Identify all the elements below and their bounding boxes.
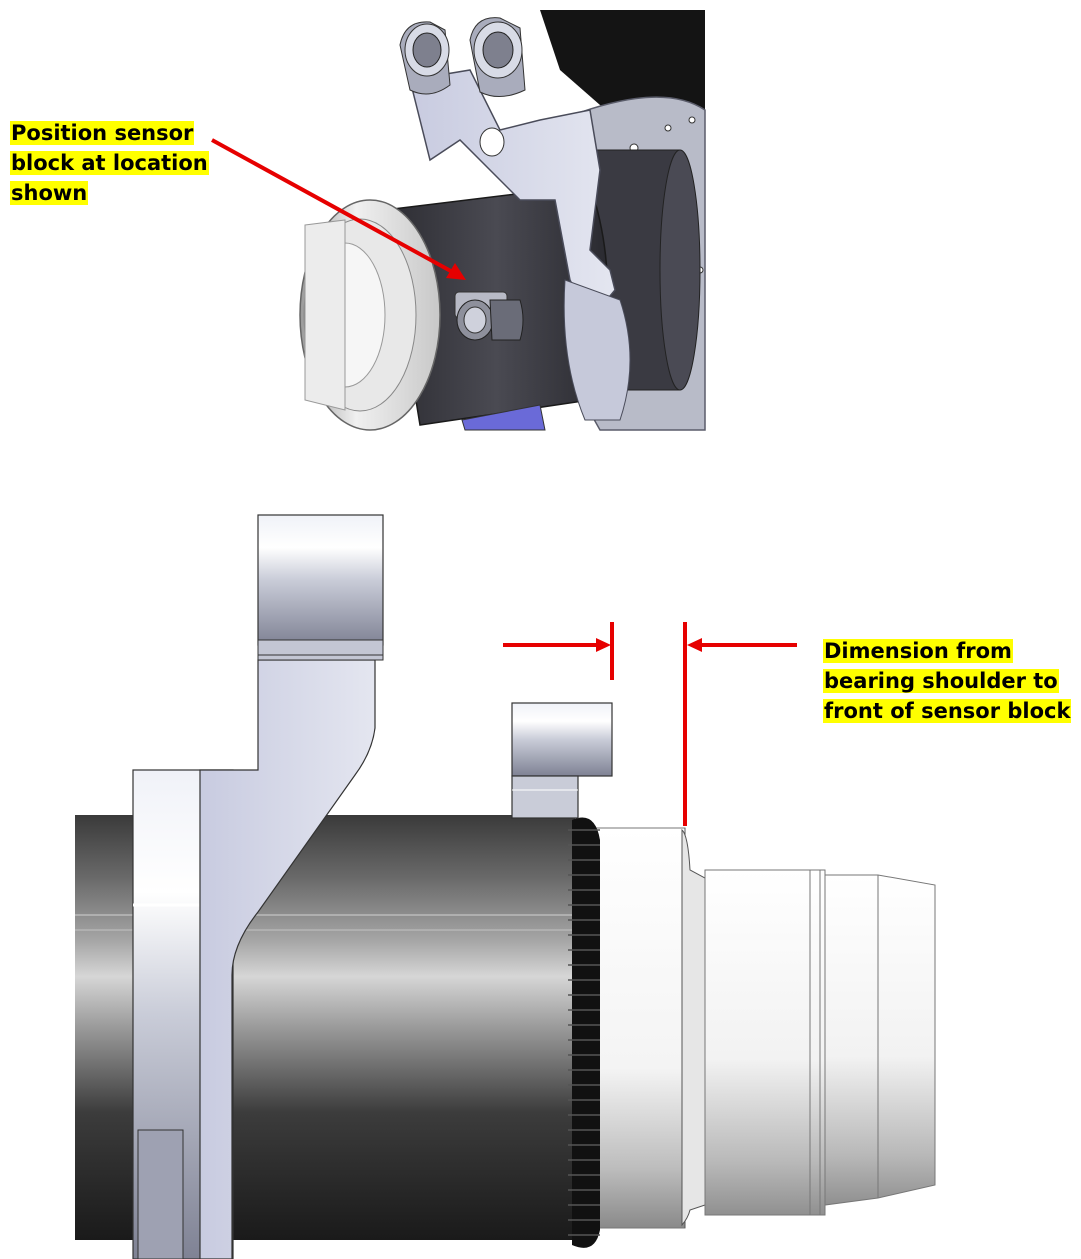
- bearing-shoulder: [681, 828, 706, 1227]
- callout-line: bearing shoulder to: [823, 669, 1059, 693]
- blue-part: [461, 404, 546, 431]
- callout-position-sensor: Position sensor block at location shown: [10, 118, 240, 208]
- callout-line: shown: [10, 181, 89, 205]
- top-render: [299, 10, 706, 431]
- dimension-arrowhead-left: [596, 638, 611, 652]
- bracket-arm: [409, 69, 616, 322]
- callout-line: front of sensor block: [823, 699, 1072, 723]
- callout-dimension: Dimension from bearing shoulder to front…: [823, 636, 1081, 726]
- top-arrow: [211, 138, 466, 280]
- journal-step-1: [704, 869, 826, 1216]
- dimension-annotation: [503, 622, 797, 826]
- callout-line: block at location: [10, 151, 209, 175]
- bearing-collar: [589, 827, 686, 1229]
- bottom-side-view: [75, 514, 936, 1259]
- dimension-arrowhead-right: [687, 638, 702, 652]
- bracket-bosses: [399, 17, 526, 97]
- sensor-block-3d: [454, 291, 524, 341]
- callout-line: Dimension from: [823, 639, 1013, 663]
- sensor-block-side: [511, 702, 613, 819]
- callout-line: Position sensor: [10, 121, 195, 145]
- journal-step-2: [824, 874, 936, 1206]
- bracket-arm-side: [199, 659, 376, 1259]
- tone-ring: [568, 817, 600, 1248]
- bracket-post-foot: [137, 1129, 184, 1259]
- bracket-lug: [257, 514, 384, 661]
- bracket-lower: [563, 279, 631, 421]
